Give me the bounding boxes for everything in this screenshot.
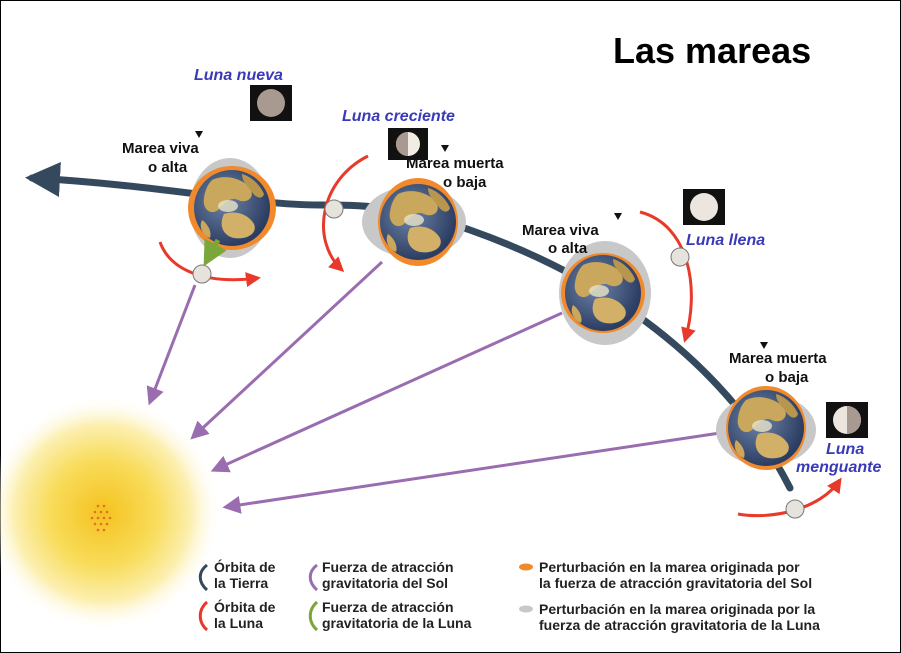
sun bbox=[0, 395, 221, 631]
legend-moon-force-icon bbox=[308, 600, 319, 632]
legend: Órbita de la Tierra Órbita de la Luna Fu… bbox=[198, 558, 820, 633]
legend-moon-tide-line1: Perturbación en la marea originada por l… bbox=[539, 601, 815, 617]
tide-label-1-line1: Marea viva bbox=[122, 140, 199, 157]
legend-moon-tide-line2: fuerza de atracción gravitatoria de la L… bbox=[539, 617, 820, 633]
sun-force-arrow-2 bbox=[190, 260, 384, 440]
legend-sun-tide: Perturbación en la marea originada por l… bbox=[519, 559, 812, 591]
moon-phase-waning-icon bbox=[826, 402, 868, 438]
label-luna-menguante-1: Luna bbox=[826, 441, 864, 458]
tide-label-3-line2: o alta bbox=[548, 240, 588, 257]
moon-1 bbox=[192, 264, 212, 284]
tide-pointers bbox=[195, 131, 768, 349]
moon-phase-new-icon bbox=[250, 85, 292, 121]
legend-moon-force-line1: Fuerza de atracción bbox=[322, 599, 454, 615]
legend-sun-tide-line2: la fuerza de atracción gravitatoria del … bbox=[539, 575, 812, 591]
label-luna-nueva: Luna nueva bbox=[194, 67, 283, 84]
legend-moon-orbit-line1: Órbita de bbox=[214, 598, 276, 615]
legend-sun-force-icon bbox=[308, 563, 319, 592]
legend-sun-force-line1: Fuerza de atracción bbox=[322, 559, 454, 575]
label-luna-menguante-2: menguante bbox=[796, 459, 881, 476]
legend-moon-orbit-line2: la Luna bbox=[214, 615, 263, 631]
legend-moon-tide: Perturbación en la marea originada por l… bbox=[519, 601, 820, 633]
moon-2 bbox=[324, 199, 344, 219]
tide-label-4-line2: o baja bbox=[765, 369, 809, 386]
legend-moon-tide-icon bbox=[519, 605, 533, 613]
sun-spots bbox=[90, 504, 112, 532]
moon-3 bbox=[670, 247, 690, 267]
legend-sun-tide-icon bbox=[519, 563, 533, 571]
legend-sun-force: Fuerza de atracción gravitatoria del Sol bbox=[308, 559, 454, 592]
earth-full-moon bbox=[559, 241, 651, 345]
moon-4 bbox=[785, 499, 805, 519]
tide-label-1-line2: o alta bbox=[148, 159, 188, 176]
tide-label-2-line1: Marea muerta bbox=[406, 155, 504, 172]
diagram-title: Las mareas bbox=[613, 30, 811, 71]
legend-earth-orbit: Órbita de la Tierra bbox=[198, 558, 276, 592]
label-luna-llena: Luna llena bbox=[686, 232, 765, 249]
legend-moon-force: Fuerza de atracción gravitatoria de la L… bbox=[308, 599, 472, 632]
legend-moon-orbit: Órbita de la Luna bbox=[198, 598, 276, 632]
tide-label-2-line2: o baja bbox=[443, 174, 487, 191]
legend-earth-orbit-line2: la Tierra bbox=[214, 575, 268, 591]
label-luna-creciente: Luna creciente bbox=[342, 108, 455, 125]
legend-sun-tide-line1: Perturbación en la marea originada por bbox=[539, 559, 800, 575]
earth-last-quarter bbox=[716, 386, 816, 470]
legend-earth-orbit-line1: Órbita de bbox=[214, 558, 276, 575]
legend-sun-force-line2: gravitatoria del Sol bbox=[322, 575, 448, 591]
earth-new-moon bbox=[188, 158, 276, 258]
legend-moon-force-line2: gravitatoria de la Luna bbox=[322, 615, 472, 631]
moon-phase-crescent-icon bbox=[388, 128, 428, 160]
tide-label-3-line1: Marea viva bbox=[522, 222, 599, 239]
legend-moon-orbit-icon bbox=[198, 600, 209, 632]
moon-force-arrow bbox=[203, 238, 227, 267]
sun-force-arrow-3 bbox=[210, 311, 563, 473]
earth-first-quarter bbox=[362, 178, 466, 266]
sun-force-arrow-4 bbox=[222, 431, 721, 514]
sun-force-arrows bbox=[146, 260, 721, 514]
sun-force-arrow-1 bbox=[146, 284, 197, 406]
tide-label-4-line1: Marea muerta bbox=[729, 350, 827, 367]
legend-earth-orbit-icon bbox=[198, 563, 209, 592]
moon-phase-full-icon bbox=[683, 189, 725, 225]
